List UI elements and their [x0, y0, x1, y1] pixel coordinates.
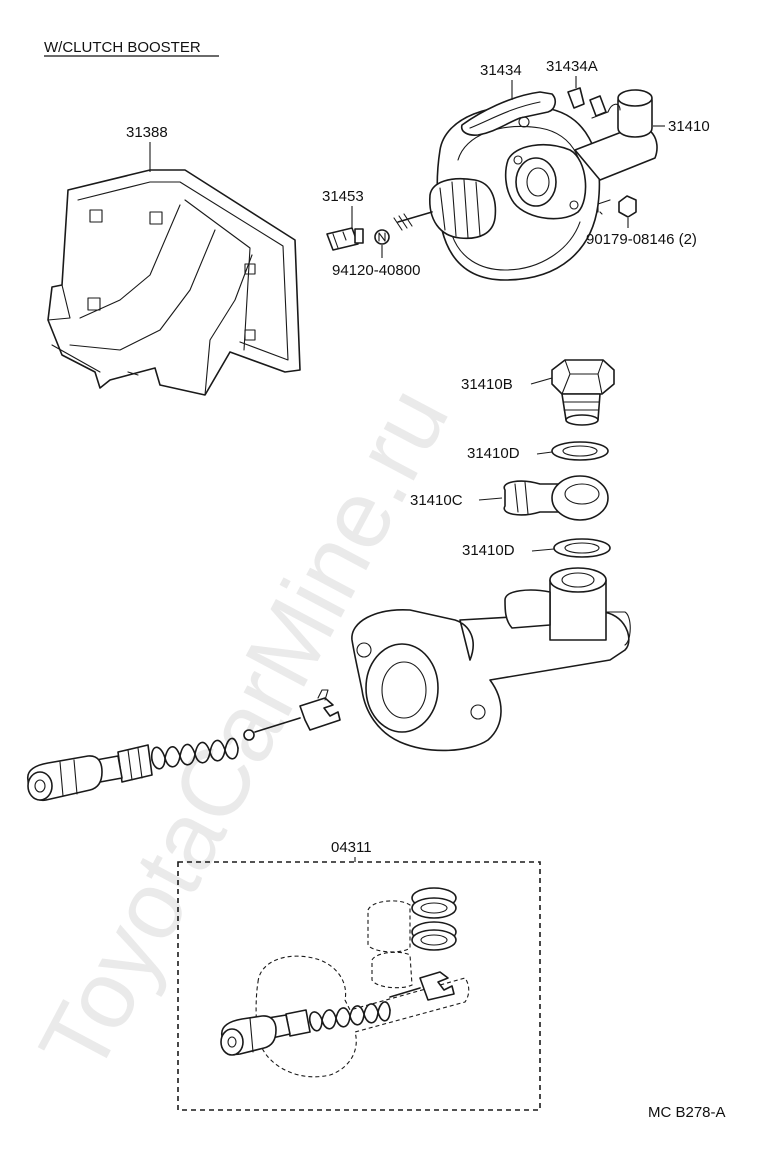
washer-31410D-upper [551, 441, 609, 461]
master-cylinder-body [351, 567, 631, 752]
label-31410D-upper: 31410D [467, 445, 520, 462]
label-31410B: 31410B [461, 376, 513, 393]
piston-assembly-middle [26, 689, 341, 802]
clutch-booster [393, 87, 658, 281]
label-31434A: 31434A [546, 58, 598, 75]
kit-box-04311 [177, 861, 541, 1111]
kit-contents-04311 [220, 887, 470, 1078]
label-31453: 31453 [322, 188, 364, 205]
leader-31410B [530, 377, 553, 385]
washer-31410D-lower [553, 538, 611, 558]
label-90179: 90179-08146 (2) [586, 231, 697, 248]
label-31388: 31388 [126, 124, 168, 141]
leader-31410D-upper [536, 451, 553, 455]
label-04311: 04311 [331, 839, 372, 856]
leader-31410C [478, 497, 503, 501]
label-31410C: 31410C [410, 492, 463, 509]
union-31410C [503, 475, 609, 521]
union-bolt-31410B [551, 359, 615, 426]
diagram-title: W/CLUTCH BOOSTER [44, 39, 201, 56]
leader-31410D-lower [531, 548, 555, 552]
clevis-31453 [326, 227, 390, 251]
label-31410: 31410 [668, 118, 710, 135]
label-31434: 31434 [480, 62, 522, 79]
label-94120: 94120-40800 [332, 262, 420, 279]
bracket-31388 [47, 169, 301, 396]
diagram-code: MC B278-A [648, 1104, 726, 1121]
label-31410D-lower: 31410D [462, 542, 515, 559]
